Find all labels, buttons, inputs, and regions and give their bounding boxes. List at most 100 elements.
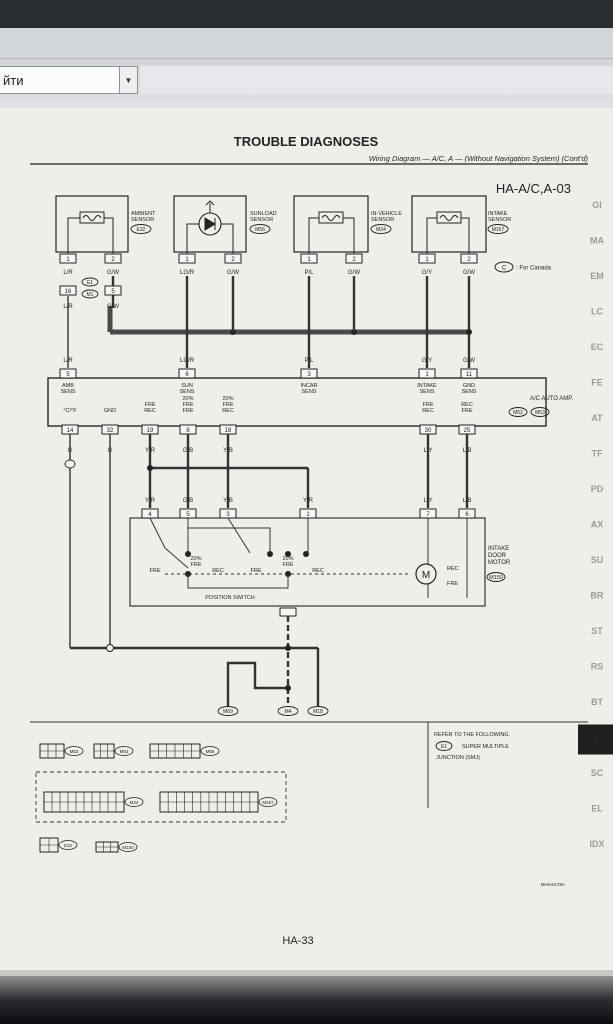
- sensor-pin-num: 2: [467, 257, 471, 263]
- tab-em[interactable]: EM: [590, 271, 604, 281]
- toolbar-empty-area: [140, 66, 613, 94]
- switch-label: FRE: [251, 568, 262, 574]
- amp-top-label: AMB: [62, 383, 74, 389]
- tab-gi[interactable]: GI: [592, 200, 602, 210]
- shield-splice: [466, 329, 472, 335]
- tab-idx[interactable]: IDX: [589, 839, 604, 849]
- sensor-pin: [59, 253, 77, 264]
- sensor-pin: [224, 253, 242, 264]
- joint-conn: M1: [87, 292, 94, 298]
- refer-badge: E1: [441, 744, 447, 750]
- motor-wire: Y/R: [145, 498, 156, 504]
- tab-sc[interactable]: SC: [591, 768, 604, 778]
- amp-top-wire: G/W: [463, 358, 475, 364]
- amp-conn-0: M52: [513, 410, 523, 416]
- amp-top-label: SUN: [181, 383, 193, 389]
- motor-wire: L/B: [462, 498, 471, 504]
- joint-wire-label: G/W: [107, 304, 119, 310]
- ground-conn-2: M18: [313, 709, 323, 715]
- switch-contact: [185, 551, 191, 557]
- amp-bottom-pin-num: 8: [186, 428, 190, 434]
- switch-label: REC: [212, 568, 224, 574]
- sensor-pin-num: 1: [66, 257, 70, 263]
- amp-top-pin: [59, 368, 77, 379]
- tab-pd[interactable]: PD: [591, 484, 604, 494]
- switch-label: FRE: [191, 562, 202, 568]
- tab-ax[interactable]: AX: [591, 520, 604, 530]
- amp-top-pin: [418, 368, 436, 379]
- splice: [147, 465, 153, 471]
- tab-ec[interactable]: EC: [591, 342, 604, 352]
- switch-contact: [285, 551, 291, 557]
- refer-line2: SUPER MULTIPLE: [462, 744, 509, 750]
- sensor-wire-label: P/L: [304, 270, 314, 276]
- amp-bottom-label: REC: [422, 408, 434, 414]
- tab-ha[interactable]: [578, 724, 613, 755]
- ground-conn-0: M69: [223, 709, 233, 715]
- refer-line3: JUNCTION (SMJ): [436, 755, 480, 761]
- tab-br[interactable]: BR: [591, 591, 604, 601]
- amp-bottom-pin-num: 32: [107, 428, 114, 434]
- tab-lc[interactable]: LC: [591, 307, 603, 317]
- tab-bt[interactable]: BT: [591, 697, 603, 707]
- joint-conn: E1: [87, 280, 93, 286]
- amp-bottom-label: FRE: [423, 402, 434, 408]
- tab-fe[interactable]: FE: [591, 378, 603, 388]
- amp-top-label: SENS: [462, 389, 477, 395]
- tab-su[interactable]: SU: [591, 555, 604, 565]
- page-subheading: Wiring Diagram — A/C, A — (Without Navig…: [369, 154, 589, 163]
- switch-contact: [267, 551, 273, 557]
- search-input[interactable]: йти: [0, 66, 120, 94]
- tab-label-active: HA: [584, 736, 600, 748]
- connector-ref-label: M53: [120, 749, 129, 754]
- motor-pin-num: 7: [426, 512, 430, 518]
- amp-top-wire: L/R: [63, 358, 73, 364]
- amp-top-pin-num: 3: [307, 372, 311, 378]
- tab-tf[interactable]: TF: [592, 449, 603, 459]
- amp-top-label: SENS: [180, 389, 195, 395]
- motor-conn: M150: [489, 575, 503, 581]
- tab-el[interactable]: EL: [591, 804, 603, 814]
- motor-wire: G/B: [183, 498, 193, 504]
- sensor-pin-num: 2: [111, 257, 115, 263]
- switch-label: REC: [312, 568, 324, 574]
- connector-thumbnail: M56: [149, 743, 220, 759]
- amp-bottom-label: REC: [461, 402, 473, 408]
- connector-ref-label: M52: [70, 749, 79, 754]
- sensor-wire-label: G/W: [463, 270, 475, 276]
- splice-dot: [285, 685, 291, 691]
- sensor-wire-label: L/R: [63, 270, 73, 276]
- tab-ma[interactable]: MA: [590, 236, 604, 246]
- amp-bottom-pin-num: 14: [67, 428, 74, 434]
- tab-at[interactable]: AT: [591, 413, 603, 423]
- amp-top-pin-num: 11: [466, 372, 473, 378]
- amp-top-wire: P/L: [304, 358, 314, 364]
- sensor-pin-num: 1: [307, 257, 311, 263]
- screen-bezel: [0, 970, 613, 1024]
- connector-thumbnail: E32: [39, 837, 78, 853]
- sensor-pin-num: 2: [231, 257, 235, 263]
- chevron-down-icon[interactable]: ▼: [120, 66, 138, 94]
- amp-bottom-label: FRE: [145, 402, 156, 408]
- connector-ref-label: E32: [64, 843, 73, 848]
- tab-st[interactable]: ST: [591, 626, 603, 636]
- amp-bottom-label: REC: [222, 408, 234, 414]
- tab-rs[interactable]: RS: [591, 662, 604, 672]
- sensor-conn-2: M34: [376, 227, 386, 233]
- amp-top-pin: [300, 368, 318, 379]
- amp-top-label: SENS: [61, 389, 76, 395]
- amp-bottom-label: REC: [144, 408, 156, 414]
- motor-symbol: [415, 563, 437, 585]
- sensor-box-2: [293, 195, 369, 253]
- sensor-wire-label: LG/R: [180, 270, 195, 276]
- amp-conn-1: M53: [535, 410, 545, 416]
- sensor-wire-label: G/W: [107, 270, 119, 276]
- joint-pin: [59, 285, 77, 296]
- auto-amp-box: [47, 377, 547, 427]
- motor-pin-num: 5: [186, 512, 190, 518]
- amp-top-wire: LG/R: [180, 358, 195, 364]
- joint-pin-num: 5: [111, 289, 115, 295]
- sensor-box-0: [55, 195, 129, 253]
- switch-contact: [303, 551, 309, 557]
